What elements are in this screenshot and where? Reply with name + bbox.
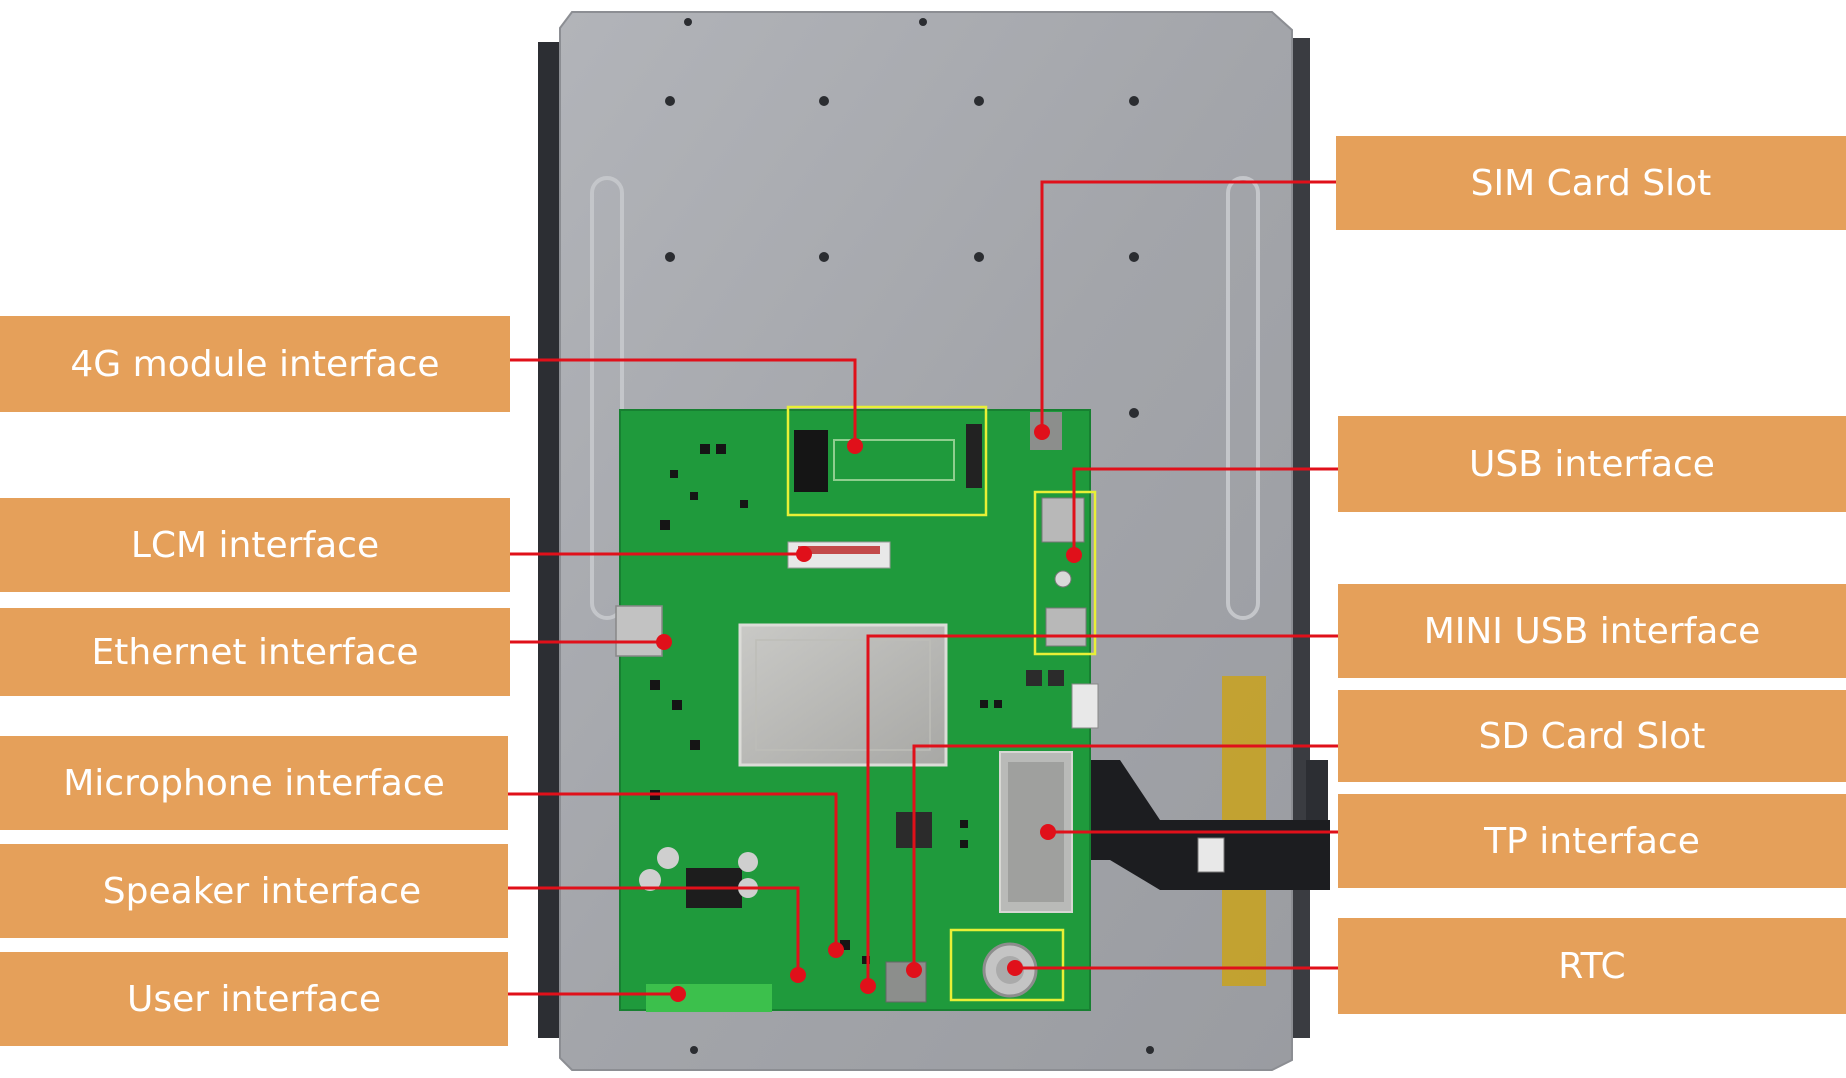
- label-usb: USB interface: [1338, 416, 1846, 512]
- leader-usb: [1072, 467, 1338, 555]
- leader-4g: [510, 358, 857, 446]
- leader-dots: [656, 424, 1082, 1002]
- label-tp: TP interface: [1338, 794, 1846, 888]
- highlight-usb-ports: [1033, 490, 1097, 656]
- leader-speaker: [508, 886, 800, 975]
- highlight-rtc: [949, 928, 1065, 1002]
- leader-lines: [508, 180, 1338, 996]
- qr-sticker: [1197, 837, 1225, 873]
- label-mini-usb: MINI USB interface: [1338, 584, 1846, 678]
- panel-rib-right: [1226, 176, 1260, 620]
- label-4g-module: 4G module interface: [0, 316, 510, 412]
- highlight-4g-module: [786, 405, 988, 517]
- label-speaker: Speaker interface: [0, 844, 508, 938]
- label-sd-card-slot: SD Card Slot: [1338, 690, 1846, 782]
- label-user: User interface: [0, 952, 508, 1046]
- label-microphone: Microphone interface: [0, 736, 508, 830]
- mounting-holes: [665, 18, 1154, 1054]
- panel-rib-left: [590, 176, 624, 620]
- label-ethernet: Ethernet interface: [0, 608, 510, 696]
- leader-sim: [1040, 180, 1336, 432]
- leader-microphone: [508, 792, 838, 950]
- highlight-boxes: [786, 405, 1097, 1002]
- tp-ribbon-cable: [1078, 760, 1330, 890]
- label-rtc: RTC: [1338, 918, 1846, 1014]
- label-sim-card-slot: SIM Card Slot: [1336, 136, 1846, 230]
- label-lcm: LCM interface: [0, 498, 510, 592]
- leader-mini-usb: [866, 634, 1338, 986]
- leader-sd: [912, 744, 1338, 970]
